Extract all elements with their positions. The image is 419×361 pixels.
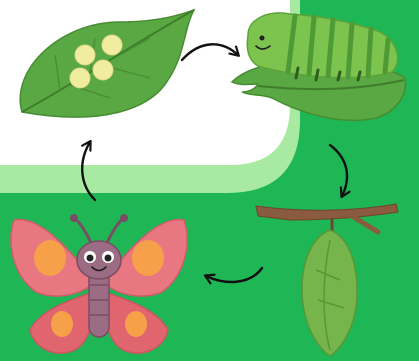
egg <box>102 35 122 55</box>
butterfly-head <box>77 241 121 279</box>
egg <box>93 60 113 80</box>
wing-spot <box>132 240 164 276</box>
eye-pupil <box>87 255 94 262</box>
antenna-tip <box>120 214 128 222</box>
wing-spot <box>125 311 147 337</box>
wing-spot <box>34 240 66 276</box>
eye-pupil <box>105 255 112 262</box>
caterpillar-eye <box>260 36 265 41</box>
wing-spot <box>51 311 73 337</box>
antenna-tip <box>70 214 78 222</box>
egg <box>75 45 95 65</box>
egg <box>70 68 90 88</box>
